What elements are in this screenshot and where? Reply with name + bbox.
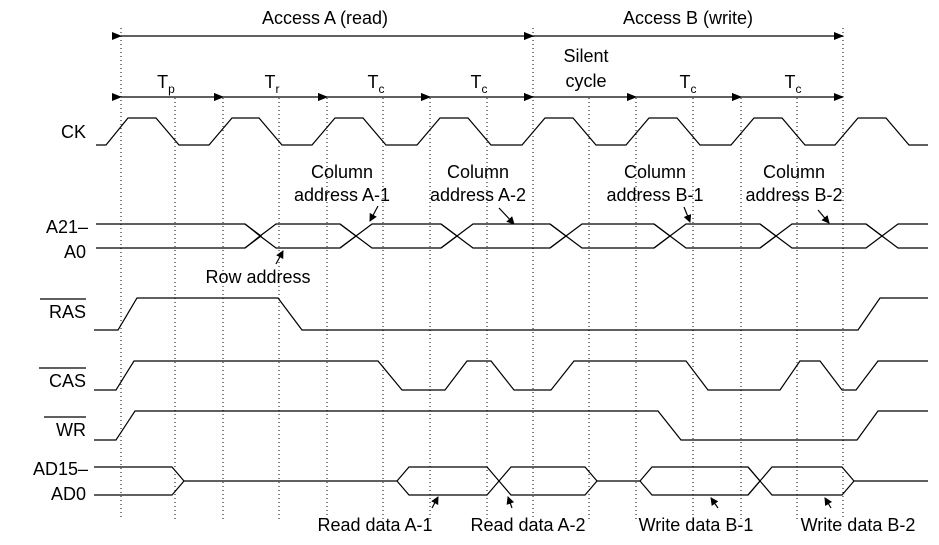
read-data-a1-pointer xyxy=(431,496,439,509)
column-a2-line1: Column xyxy=(447,162,509,182)
ck-signal-label: CK xyxy=(61,122,86,142)
column-address-annotations: Column address A-1 Column address A-2 Co… xyxy=(205,162,842,287)
column-a1-line2: address A-1 xyxy=(294,185,390,205)
data-bus-waveform xyxy=(94,466,928,496)
read-data-a1-label: Read data A-1 xyxy=(317,515,432,535)
read-data-a2-pointer xyxy=(506,496,515,509)
row-address-label: Row address xyxy=(205,267,310,287)
phase-silent-label: Silent xyxy=(563,46,608,66)
ad-signal-label-top: AD15– xyxy=(33,459,88,479)
column-a2-line2: address A-2 xyxy=(430,185,526,205)
phase-labels: Tp Tr Tc Tc Silent cycle Tc Tc xyxy=(112,46,844,101)
column-a1-pointer xyxy=(369,205,379,222)
column-b1-pointer xyxy=(683,206,692,223)
write-data-b2-label: Write data B-2 xyxy=(801,515,916,535)
phase-tr-label: Tr xyxy=(265,72,280,96)
signal-names: CK A21– A0 RAS CAS WR AD15– AD0 xyxy=(33,122,88,504)
ck-waveform xyxy=(96,117,928,146)
read-data-a2-label: Read data A-2 xyxy=(470,515,585,535)
address-bus-waveform xyxy=(96,223,928,249)
row-address-pointer xyxy=(275,250,284,265)
phase-tc3-label: Tc xyxy=(680,72,697,96)
column-b2-line1: Column xyxy=(763,162,825,182)
write-data-b2-pointer xyxy=(824,497,833,509)
access-headers: Access A (read) Access B (write) xyxy=(112,8,844,40)
phase-tc2-label: Tc xyxy=(471,72,488,96)
address-signal-label-bottom: A0 xyxy=(64,242,86,262)
phase-tc4-label: Tc xyxy=(785,72,802,96)
column-b2-pointer xyxy=(817,209,830,224)
column-b2-line2: address B-2 xyxy=(745,185,842,205)
phase-cycle-label: cycle xyxy=(565,71,606,91)
wr-signal-label: WR xyxy=(56,420,86,440)
write-data-b1-label: Write data B-1 xyxy=(639,515,754,535)
access-a-label: Access A (read) xyxy=(262,8,388,28)
cas-waveform xyxy=(94,360,928,391)
column-b1-line2: address B-1 xyxy=(606,185,703,205)
column-a2-pointer xyxy=(498,207,515,225)
column-b1-line1: Column xyxy=(624,162,686,182)
address-signal-label-top: A21– xyxy=(46,217,88,237)
phase-tp-label: Tp xyxy=(157,72,175,96)
cas-signal-label: CAS xyxy=(49,371,86,391)
phase-tc1-label: Tc xyxy=(368,72,385,96)
access-b-label: Access B (write) xyxy=(623,8,753,28)
ad-signal-label-bottom: AD0 xyxy=(51,484,86,504)
wr-waveform xyxy=(94,410,928,441)
ras-signal-label: RAS xyxy=(49,302,86,322)
ras-waveform xyxy=(94,297,928,331)
data-annotations: Read data A-1 Read data A-2 Write data B… xyxy=(317,496,916,535)
write-data-b1-pointer xyxy=(710,497,719,509)
column-a1-line1: Column xyxy=(311,162,373,182)
